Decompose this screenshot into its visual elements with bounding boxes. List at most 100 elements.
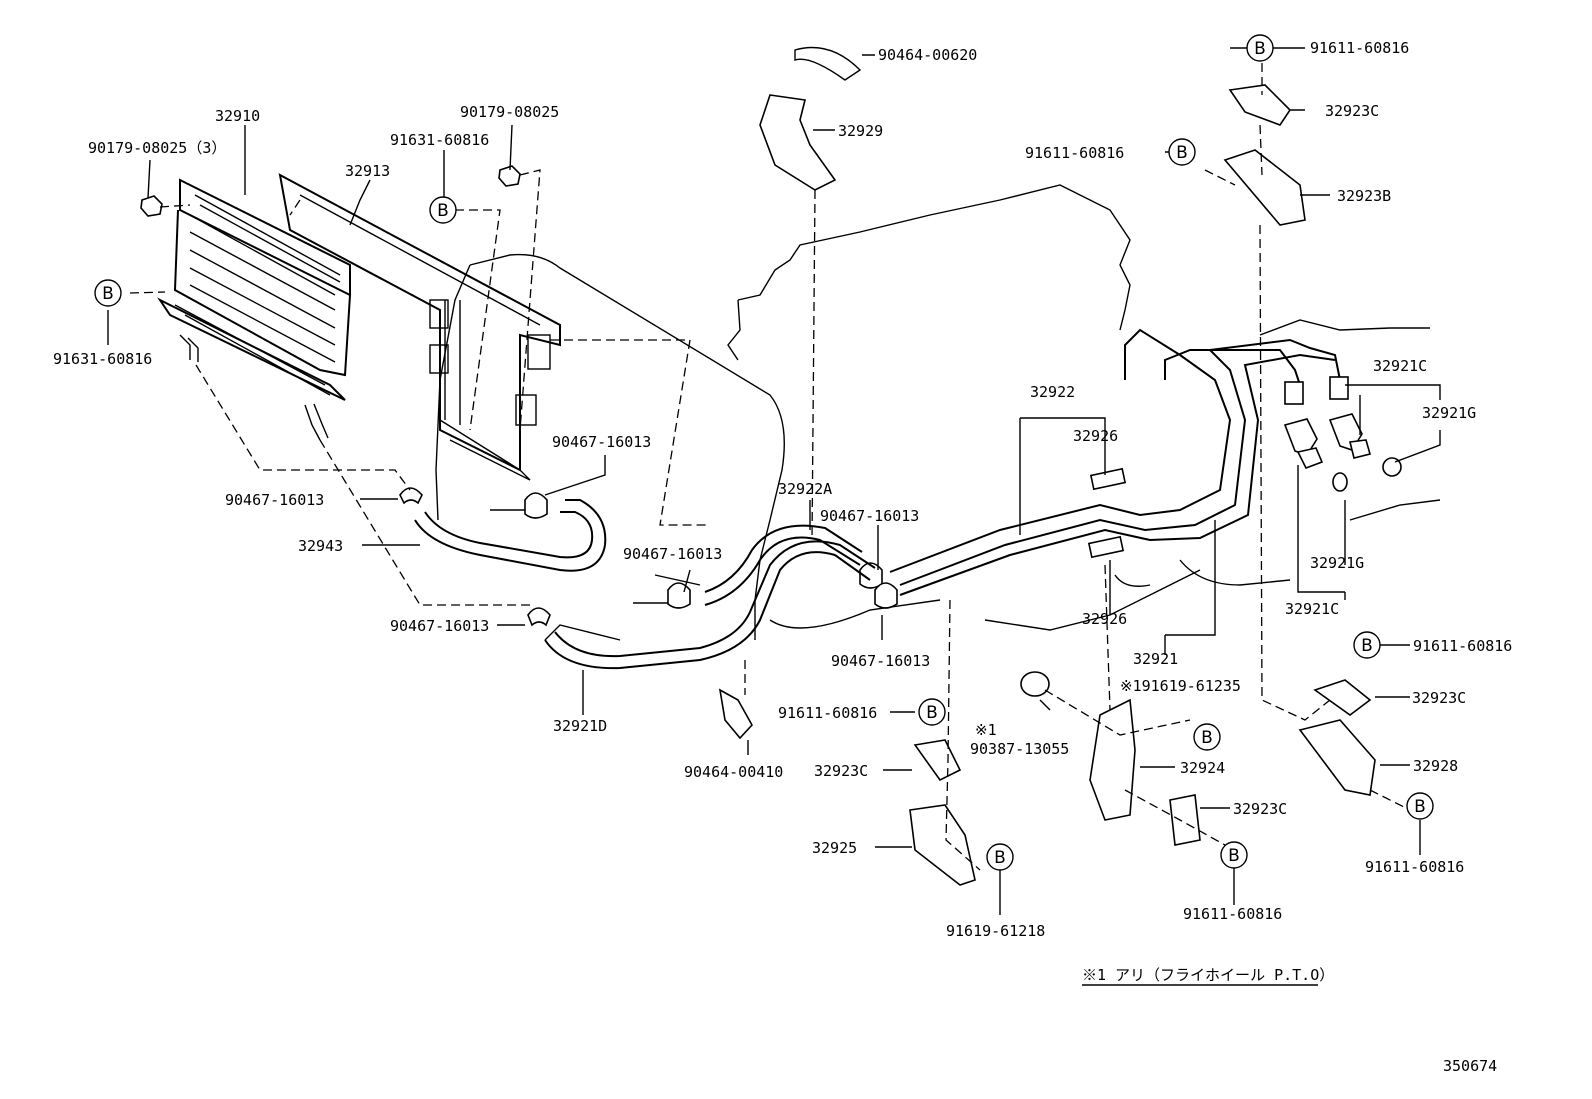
- label-91619-61235: ※191619-61235: [1120, 677, 1241, 695]
- label-32923C-mid: 32923C: [814, 762, 868, 780]
- bolt-symbol-r: B: [1353, 631, 1381, 659]
- bolt-symbol-low: B: [1220, 841, 1248, 869]
- oil-cooler-assembly: [157, 173, 561, 481]
- clamp-a: [399, 487, 423, 505]
- bolt-symbol-32924: B: [1193, 723, 1221, 751]
- label-90467-16013-a: 90467-16013: [552, 433, 651, 451]
- part-labels: 90464-00620 32929 32910 90179-08025（3） 3…: [53, 39, 1512, 1075]
- clamp-32923C-mid: [913, 739, 962, 782]
- label-32921G-top: 32921G: [1422, 404, 1476, 422]
- clamp-32923C-low: [1169, 794, 1201, 846]
- label-32929: 32929: [838, 122, 883, 140]
- steel-pipes: [889, 328, 1402, 697]
- clamp-e: [874, 582, 898, 609]
- reference-lines: [129, 63, 1411, 871]
- clamp-f: [527, 607, 551, 627]
- label-32922: 32922: [1030, 383, 1075, 401]
- label-90467-16013-d: 90467-16013: [390, 617, 489, 635]
- svg-text:B: B: [437, 201, 449, 221]
- label-91611-60816-mid: 91611-60816: [778, 704, 877, 722]
- label-32923C-r: 32923C: [1412, 689, 1466, 707]
- gasket-32921G-a: [1382, 457, 1402, 477]
- clamp-c: [667, 582, 691, 609]
- label-32910: 32910: [215, 107, 260, 125]
- band-90464-00620: [794, 46, 862, 81]
- gasket-32921G-b: [1332, 472, 1348, 492]
- label-90467-16013-b: 90467-16013: [225, 491, 324, 509]
- svg-text:B: B: [1176, 143, 1188, 163]
- bolt-symbol-tr2: B: [1168, 138, 1196, 166]
- label-note1: ※1: [975, 721, 997, 739]
- svg-text:B: B: [1254, 39, 1266, 59]
- engine-housing-outline: [435, 184, 1441, 640]
- label-32928: 32928: [1413, 757, 1458, 775]
- label-32921: 32921: [1133, 650, 1178, 668]
- hoses: [414, 499, 876, 670]
- label-90179-08025-3: 90179-08025（3）: [88, 139, 226, 157]
- leader-lines: [107, 47, 1441, 986]
- label-91631-60816-left: 91631-60816: [53, 350, 152, 368]
- sleeve-32926-b: [1087, 535, 1125, 559]
- svg-text:B: B: [1228, 846, 1240, 866]
- label-32921D: 32921D: [553, 717, 607, 735]
- label-32921C-top: 32921C: [1373, 357, 1427, 375]
- bolt-symbols: B B B B B B B B B B: [94, 34, 1434, 871]
- bracket-32929: [759, 94, 837, 191]
- bolt-symbol-mid: B: [918, 698, 946, 726]
- label-32926-bot: 32926: [1082, 610, 1127, 628]
- svg-text:B: B: [1414, 797, 1426, 817]
- label-32926-top: 32926: [1073, 427, 1118, 445]
- bracket-32928: [1298, 719, 1376, 796]
- svg-text:B: B: [1201, 728, 1213, 748]
- bracket-32923B: [1223, 149, 1306, 226]
- label-90179-08025: 90179-08025: [460, 103, 559, 121]
- label-91611-60816-br: 91611-60816: [1365, 858, 1464, 876]
- label-90467-16013-f: 90467-16013: [831, 652, 930, 670]
- label-32923C-low: 32923C: [1233, 800, 1287, 818]
- svg-text:B: B: [994, 848, 1006, 868]
- label-32913: 32913: [345, 162, 390, 180]
- clamp-b: [524, 492, 548, 519]
- label-32921G-bot: 32921G: [1310, 554, 1364, 572]
- label-32923C-tr: 32923C: [1325, 102, 1379, 120]
- label-91611-60816-tr2: 91611-60816: [1025, 144, 1124, 162]
- label-90387-13055: 90387-13055: [970, 740, 1069, 758]
- bolt-symbol-tr: B: [1246, 34, 1274, 62]
- brackets: [718, 46, 1376, 886]
- elbow-32921C-a: [1283, 418, 1318, 456]
- nut-90179-08025-top: [498, 165, 521, 187]
- label-32943: 32943: [298, 537, 343, 555]
- band-90464-00410: [718, 688, 753, 740]
- label-91619-61218: 91619-61218: [946, 922, 1045, 940]
- drawing-id: 350674: [1443, 1057, 1497, 1075]
- spacer-90387-13055: [1020, 671, 1050, 697]
- label-90464-00410: 90464-00410: [684, 763, 783, 781]
- footnote: ※1 アリ（フライホイール P.T.O）: [1082, 966, 1334, 984]
- sleeve-32926-a: [1089, 467, 1127, 491]
- svg-text:B: B: [102, 284, 114, 304]
- label-90467-16013-e: 90467-16013: [820, 507, 919, 525]
- nut-90179-08025-left: [140, 195, 163, 217]
- bracket-32924: [1089, 698, 1136, 821]
- label-91611-60816-tr: 91611-60816: [1310, 39, 1409, 57]
- svg-text:B: B: [926, 703, 938, 723]
- bolt-symbol-cooler: B: [429, 196, 457, 224]
- bolt-symbol-32925: B: [986, 843, 1014, 871]
- bolt-symbol-br: B: [1406, 792, 1434, 820]
- label-90467-16013-c: 90467-16013: [623, 545, 722, 563]
- bolt-symbol-left: B: [94, 279, 122, 307]
- fitting-b: [1329, 376, 1349, 400]
- clamp-32923C-top: [1228, 84, 1292, 126]
- label-91611-60816-low: 91611-60816: [1183, 905, 1282, 923]
- label-32921C-bot: 32921C: [1285, 600, 1339, 618]
- fitting-a: [1284, 381, 1304, 405]
- bracket-32925: [909, 804, 976, 886]
- label-32924: 32924: [1180, 759, 1225, 777]
- svg-text:B: B: [1361, 636, 1373, 656]
- label-32925: 32925: [812, 839, 857, 857]
- label-91611-60816-r: 91611-60816: [1413, 637, 1512, 655]
- label-32922A: 32922A: [778, 480, 832, 498]
- small-parts: [140, 165, 898, 627]
- label-32923B: 32923B: [1337, 187, 1391, 205]
